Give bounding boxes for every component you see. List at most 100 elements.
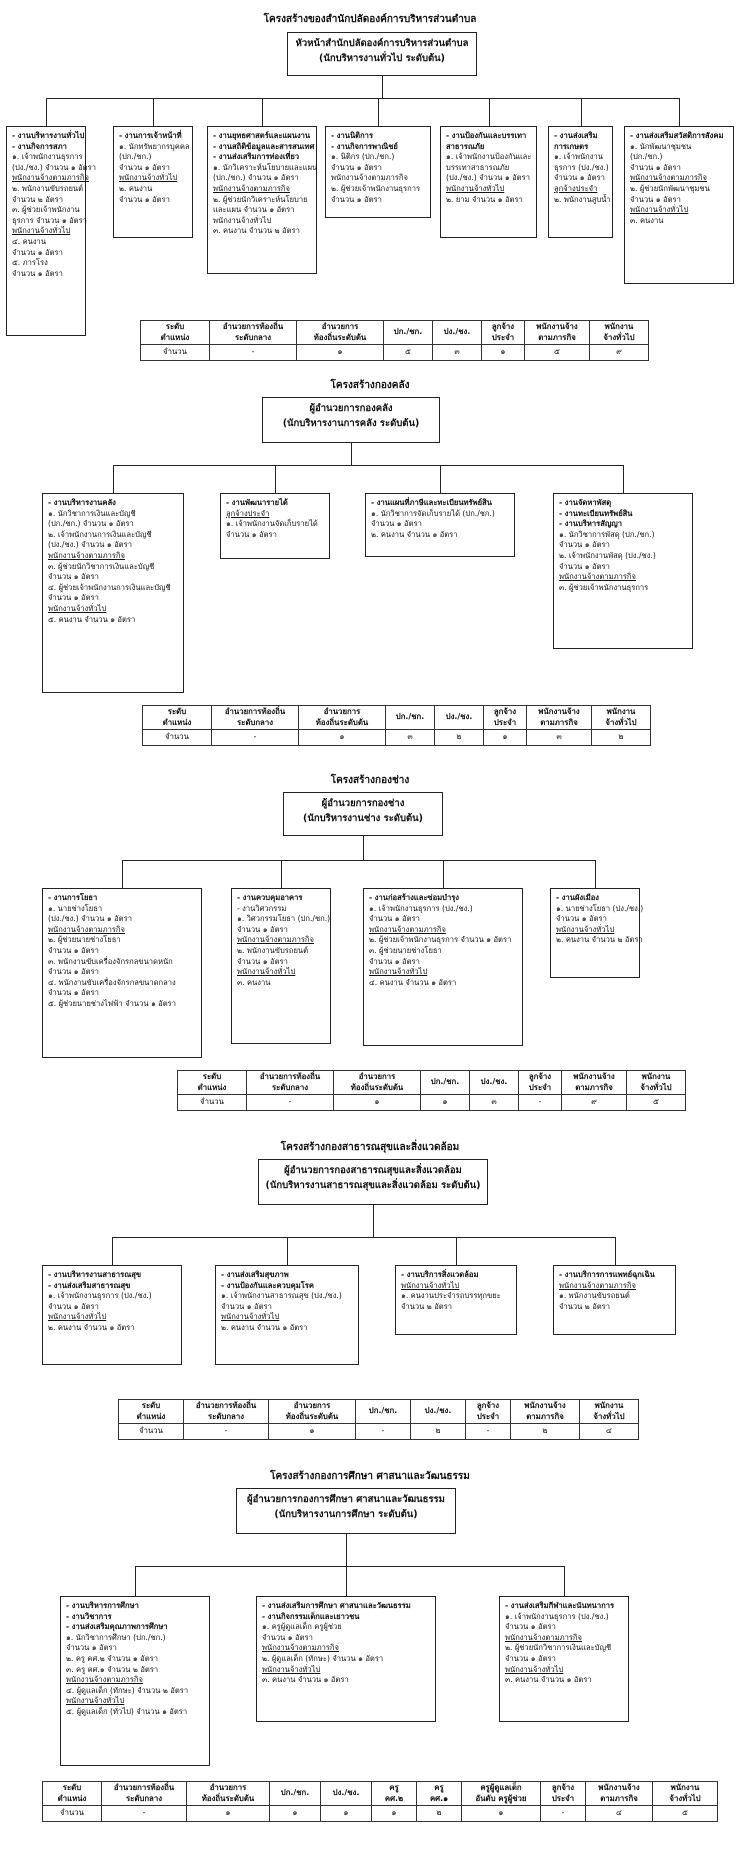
unit-line: จำนวน ๑ อัตรา <box>48 1301 99 1311</box>
connector-line <box>580 98 582 126</box>
header-text: ประจำ <box>476 1411 500 1421</box>
connector-line <box>287 1237 288 1265</box>
unit-line: พนักงานจ้างทั่วไป <box>401 1280 460 1290</box>
table-header-cell: ครูผู้ดูแลเด็กอันดับ ครูผู้ช่วย <box>461 1781 541 1806</box>
header-text: พนักงาน <box>641 1072 671 1081</box>
section-title: โครงสร้างกองคลัง <box>330 380 410 391</box>
table-count-row: จำนวน-๑๑๓-๙๕ <box>177 1094 686 1111</box>
position-summary-table: ระดับตำแหน่งอำนวยการท้องถิ่นระดับกลางอำน… <box>142 705 651 746</box>
unit-line: จำนวน ๑ อัตรา <box>48 572 99 582</box>
connector-line <box>346 1566 347 1596</box>
header-text: จ้างทั่วไป <box>593 1411 625 1421</box>
connector-line <box>275 465 276 493</box>
header-text: ท้องถิ่นระดับต้น <box>285 1411 339 1421</box>
table-count-cell: ๑ <box>268 1423 356 1440</box>
table-header-cell: อำนวยการท้องถิ่นระดับกลาง <box>183 1399 269 1424</box>
section-title: โครงสร้างกองช่าง <box>330 775 410 786</box>
table-count-row: จำนวน-๑๑๑๑๒๑-๔๕ <box>42 1805 718 1822</box>
header-text: ตามภารกิจ <box>600 1793 638 1803</box>
unit-line: ๒. ครู คศ.๒ จำนวน ๑ อัตรา <box>66 1653 158 1663</box>
unit-line: พนักงานจ้างทั่วไป <box>221 1312 280 1322</box>
table-header-cell: อำนวยการท้องถิ่นระดับต้น <box>333 1070 421 1095</box>
header-text: ท้องถิ่นระดับต้น <box>350 1082 404 1092</box>
header-text: ปก./ชก. <box>430 1077 460 1087</box>
unit-line: - งานวิชาการ <box>66 1611 112 1621</box>
table-count-cell: ๕ <box>383 344 433 361</box>
unit-line: (ปง./ชง.) จำนวน ๑ อัตรา <box>446 173 530 183</box>
header-text: ปก./ชก. <box>280 1788 310 1798</box>
connector-line <box>351 443 352 465</box>
unit-line: ๒. เจ้าพนักงานพัสดุ (ปง./ชง.) <box>559 550 656 560</box>
unit-box: - งานการโยธา๑. นายช่างโยธา(ปง./ชง.) จำนว… <box>42 888 202 1058</box>
unit-line: จำนวน ๑ อัตรา <box>505 1622 556 1632</box>
unit-box: - งานพัฒนารายได้ลูกจ้างประจำ๑. เจ้าพนักง… <box>220 493 330 559</box>
head-title-line: ผู้อำนวยการกองคลัง <box>309 403 393 414</box>
header-text: ระดับกลาง <box>271 1082 309 1092</box>
unit-line: จำนวน ๑ อัตรา <box>554 173 605 183</box>
header-text: ท้องถิ่นระดับต้น <box>313 332 367 342</box>
table-header-cell: ปก./ชก. <box>383 320 433 345</box>
unit-box: - งานจัดหาพัสดุ- งานทะเบียนทรัพย์สิน- งา… <box>553 493 693 649</box>
header-text: ครู <box>389 1783 399 1792</box>
header-text: ปง./ชง. <box>443 327 471 337</box>
header-text: อำนวยการ <box>293 1401 331 1410</box>
header-text: อำนวยการท้องถิ่น <box>224 707 286 716</box>
unit-line: จำนวน ๑ อัตรา <box>119 162 170 172</box>
unit-line: ๓. คนงาน จำนวน ๒ อัตรา <box>213 226 300 236</box>
unit-line: - งานป้องกันและควบคุมโรค <box>221 1280 314 1290</box>
unit-line: ๓. ผู้ช่วยนายช่างโยธา <box>369 945 442 955</box>
unit-line: ๑. เจ้าพนักงานจัดเก็บรายได้ <box>226 519 318 529</box>
unit-box: - งานส่งเสริมสวัสดิการสังคม๑. นักพัฒนาชุ… <box>624 126 734 284</box>
table-header-cell: อำนวยการท้องถิ่นระดับต้น <box>298 705 386 730</box>
unit-line: ๒. ผู้ช่วยเจ้าพนักงานธุรการ <box>331 183 421 193</box>
connector-line <box>363 836 364 860</box>
header-text: ตำแหน่ง <box>197 1082 227 1092</box>
table-count-cell: ๒ <box>416 1805 462 1822</box>
unit-line: จำนวน ๑ อัตรา <box>630 162 681 172</box>
unit-line: ๒. คนงาน จำนวน ๑ อัตรา <box>48 1322 135 1332</box>
section-title: โครงสร้างของสำนักปลัดองค์การบริหารส่วนตำ… <box>263 14 477 25</box>
unit-line: ๒. ผู้ดูแลเด็ก (ทักษะ) จำนวน ๑ อัตรา <box>262 1653 384 1663</box>
unit-line: - งานกิจการสภา <box>12 141 67 151</box>
table-header-row: ระดับตำแหน่งอำนวยการท้องถิ่นระดับกลางอำน… <box>140 320 649 345</box>
table-count-cell: ๕ <box>524 344 590 361</box>
connector-line <box>564 1566 565 1596</box>
unit-line: ๑. นักทรัพยากรบุคคล <box>119 141 190 151</box>
head-title-line: (นักบริหารงานทั่วไป ระดับต้น) <box>318 53 445 64</box>
table-count-cell: - <box>246 1094 334 1111</box>
table-count-cell: ๑ <box>333 1094 421 1111</box>
head-title-line: (นักบริหารงานการคลัง ระดับต้น) <box>282 418 420 429</box>
unit-line: พนักงานจ้างตามภารกิจ <box>559 1280 636 1290</box>
unit-line: ๓. คนงาน จำนวน ๑ อัตรา <box>505 1675 592 1685</box>
header-text: ปง./ชง. <box>480 1077 508 1087</box>
header-text: ลูกจ้าง <box>528 1072 552 1081</box>
table-header-cell: อำนวยการท้องถิ่นระดับกลาง <box>209 320 297 345</box>
unit-box: - งานบริหารงานสาธารณสุข- งานส่งเสริมสาธา… <box>42 1265 182 1365</box>
unit-line: ๓. พนักงานขับเครื่องจักรกลขนาดหนัก <box>48 956 173 966</box>
header-text: ประจำ <box>551 1793 575 1803</box>
unit-box: - งานการเจ้าหน้าที่๑. นักทรัพยากรบุคคล(ป… <box>113 126 193 238</box>
department-head-box: ผู้อำนวยการกองคลัง (นักบริหารงานการคลัง ร… <box>262 397 440 443</box>
unit-line: พนักงานจ้างทั่วไป <box>12 226 71 236</box>
table-count-cell: ๑ <box>420 1094 470 1111</box>
header-text: ตามภารกิจ <box>575 1082 613 1092</box>
unit-line: จำนวน ๑ อัตรา <box>226 529 277 539</box>
table-count-cell: ๙ <box>561 1094 627 1111</box>
header-text: ระดับ <box>167 707 187 716</box>
unit-line: พนักงานจ้างตามภารกิจ <box>369 924 446 934</box>
unit-box: - งานส่งเสริมกีฬาและนันทนาการ๑. เจ้าพนัก… <box>499 1596 629 1722</box>
header-text: ระดับ <box>62 1783 82 1792</box>
table-count-cell: ๓ <box>526 729 592 746</box>
table-header-cell: พนักงานจ้างตามภารกิจ <box>585 1781 653 1806</box>
table-count-cell: ๕ <box>652 1805 718 1822</box>
unit-line: ๑. พนักงานขับรถยนต์ <box>559 1291 630 1301</box>
header-text: ลูกจ้าง <box>491 322 515 331</box>
connector-bus <box>135 1566 564 1567</box>
unit-line: ๓. ครู คศ.๑ จำนวน ๒ อัตรา <box>66 1664 159 1674</box>
header-text: ปก./ชก. <box>393 327 423 337</box>
header-text: ตำแหน่ง <box>162 717 192 727</box>
connector-bus <box>112 1237 615 1238</box>
table-header-cell: ปง./ชง. <box>469 1070 519 1095</box>
table-count-cell: จำนวน <box>118 1423 184 1440</box>
unit-line: จำนวน ๑ อัตรา <box>12 268 63 278</box>
